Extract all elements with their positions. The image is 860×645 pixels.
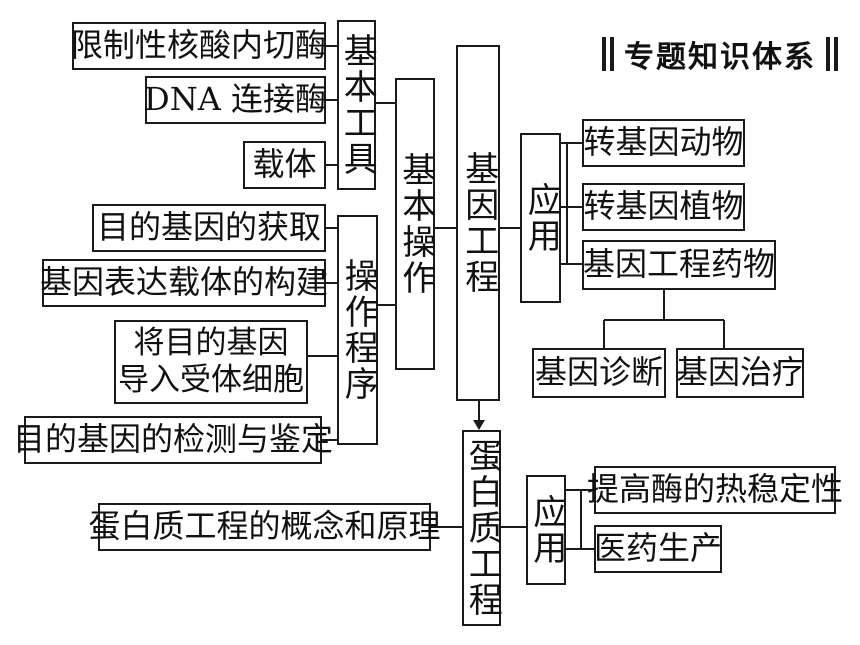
node-detect-identify: 目的基因的检测与鉴定 <box>13 416 333 464</box>
node-gene-diagnosis: 基因诊断 <box>532 348 666 398</box>
node-basic-operation: 基本操作 <box>395 78 436 370</box>
node-genetic-engineering: 基因工程 <box>456 45 500 401</box>
node-procedure: 操作程序 <box>337 215 378 445</box>
node-restriction-enzyme: 限制性核酸内切酶 <box>71 22 327 70</box>
node-thermostable-enzyme: 提高酶的热稳定性 <box>587 466 843 514</box>
node-medicine-production: 医药生产 <box>594 525 722 573</box>
node-protein-engineering: 蛋白质工程 <box>462 430 502 626</box>
node-get-target-gene: 目的基因的获取 <box>92 204 326 252</box>
section-title: 专题知识体系 <box>592 32 848 76</box>
node-dna-ligase: DNA 连接酶 <box>144 76 327 124</box>
node-vector: 载体 <box>243 141 326 189</box>
node-gene-drugs: 基因工程药物 <box>582 240 776 290</box>
node-gene-therapy: 基因治疗 <box>676 348 804 398</box>
node-transgenic-plants: 转基因植物 <box>582 183 745 231</box>
node-transgenic-animals: 转基因动物 <box>582 119 745 167</box>
down-arrow-icon <box>473 420 485 430</box>
title-text: 专题知识体系 <box>624 40 816 75</box>
node-application-1: 应用 <box>520 133 561 303</box>
node-application-2: 应用 <box>526 475 567 585</box>
node-introduce-gene: 将目的基因 导入受体细胞 <box>114 320 308 404</box>
title-bars-right-icon <box>824 37 840 71</box>
title-bars-left-icon <box>600 37 616 71</box>
node-protein-concept: 蛋白质工程的概念和原理 <box>89 503 441 551</box>
node-build-expression-vector: 基因表达载体的构建 <box>40 259 328 307</box>
node-basic-tools: 基本工具 <box>337 20 377 190</box>
